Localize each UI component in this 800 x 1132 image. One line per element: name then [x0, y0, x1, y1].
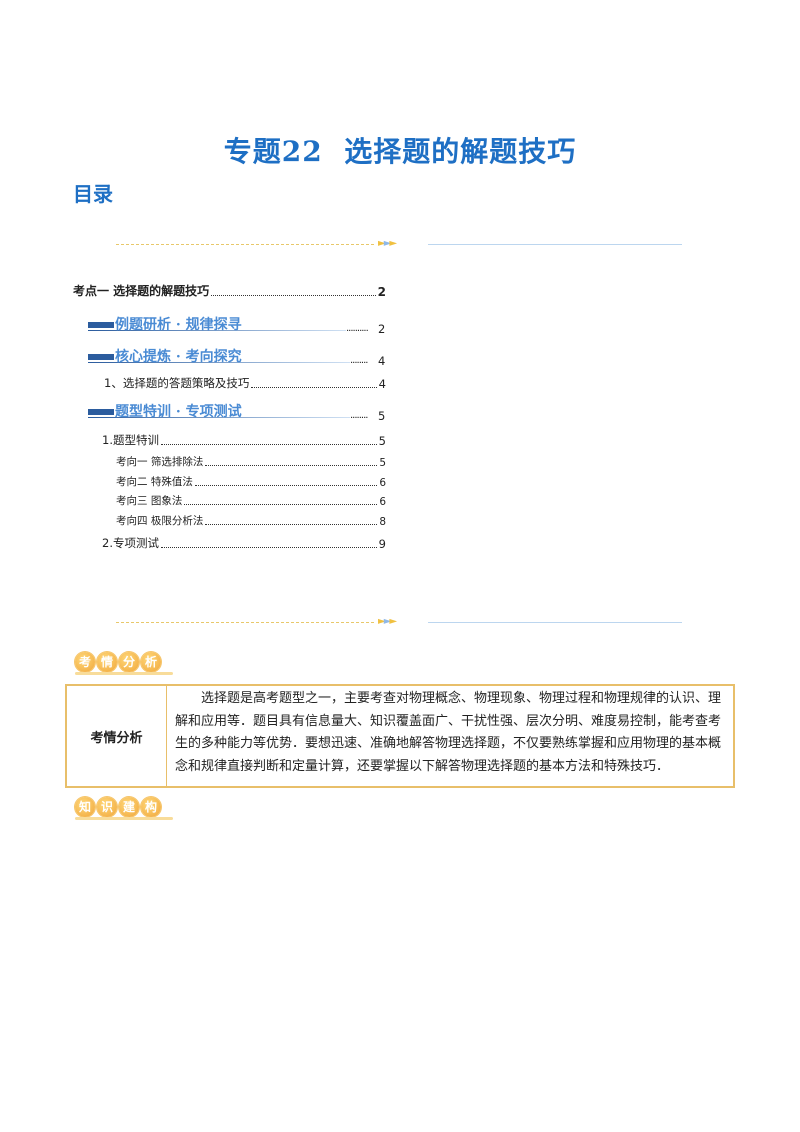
divider-bottom: ►►►	[116, 616, 682, 628]
toc-banner-litiyanxi[interactable]: 例题研析 · 规律探寻 ·········· 2	[88, 316, 388, 338]
badge-kaoqing-fenxi: 考 情 分 析	[75, 652, 173, 675]
badge-zhishi-jiangou: 知 识 建 构	[75, 797, 173, 820]
analysis-table: 考情分析 选择题是高考题型之一，主要考查对物理概念、物理现象、物理过程和物理规律…	[65, 684, 735, 788]
divider-top: ►►►	[116, 238, 682, 250]
analysis-head: 考情分析	[67, 686, 167, 786]
toc-heading: 目录	[73, 182, 113, 206]
page-title: 专题22 选择题的解题技巧	[223, 135, 577, 168]
toc-banner-tixingtexun[interactable]: 题型特训 · 专项测试 ········ 5	[88, 403, 388, 425]
analysis-text: 选择题是高考题型之一，主要考查对物理概念、物理现象、物理过程和物理规律的认识、理…	[175, 691, 722, 774]
toc-banner-hexintilian[interactable]: 核心提炼 · 考向探究 ········ 4	[88, 348, 388, 370]
